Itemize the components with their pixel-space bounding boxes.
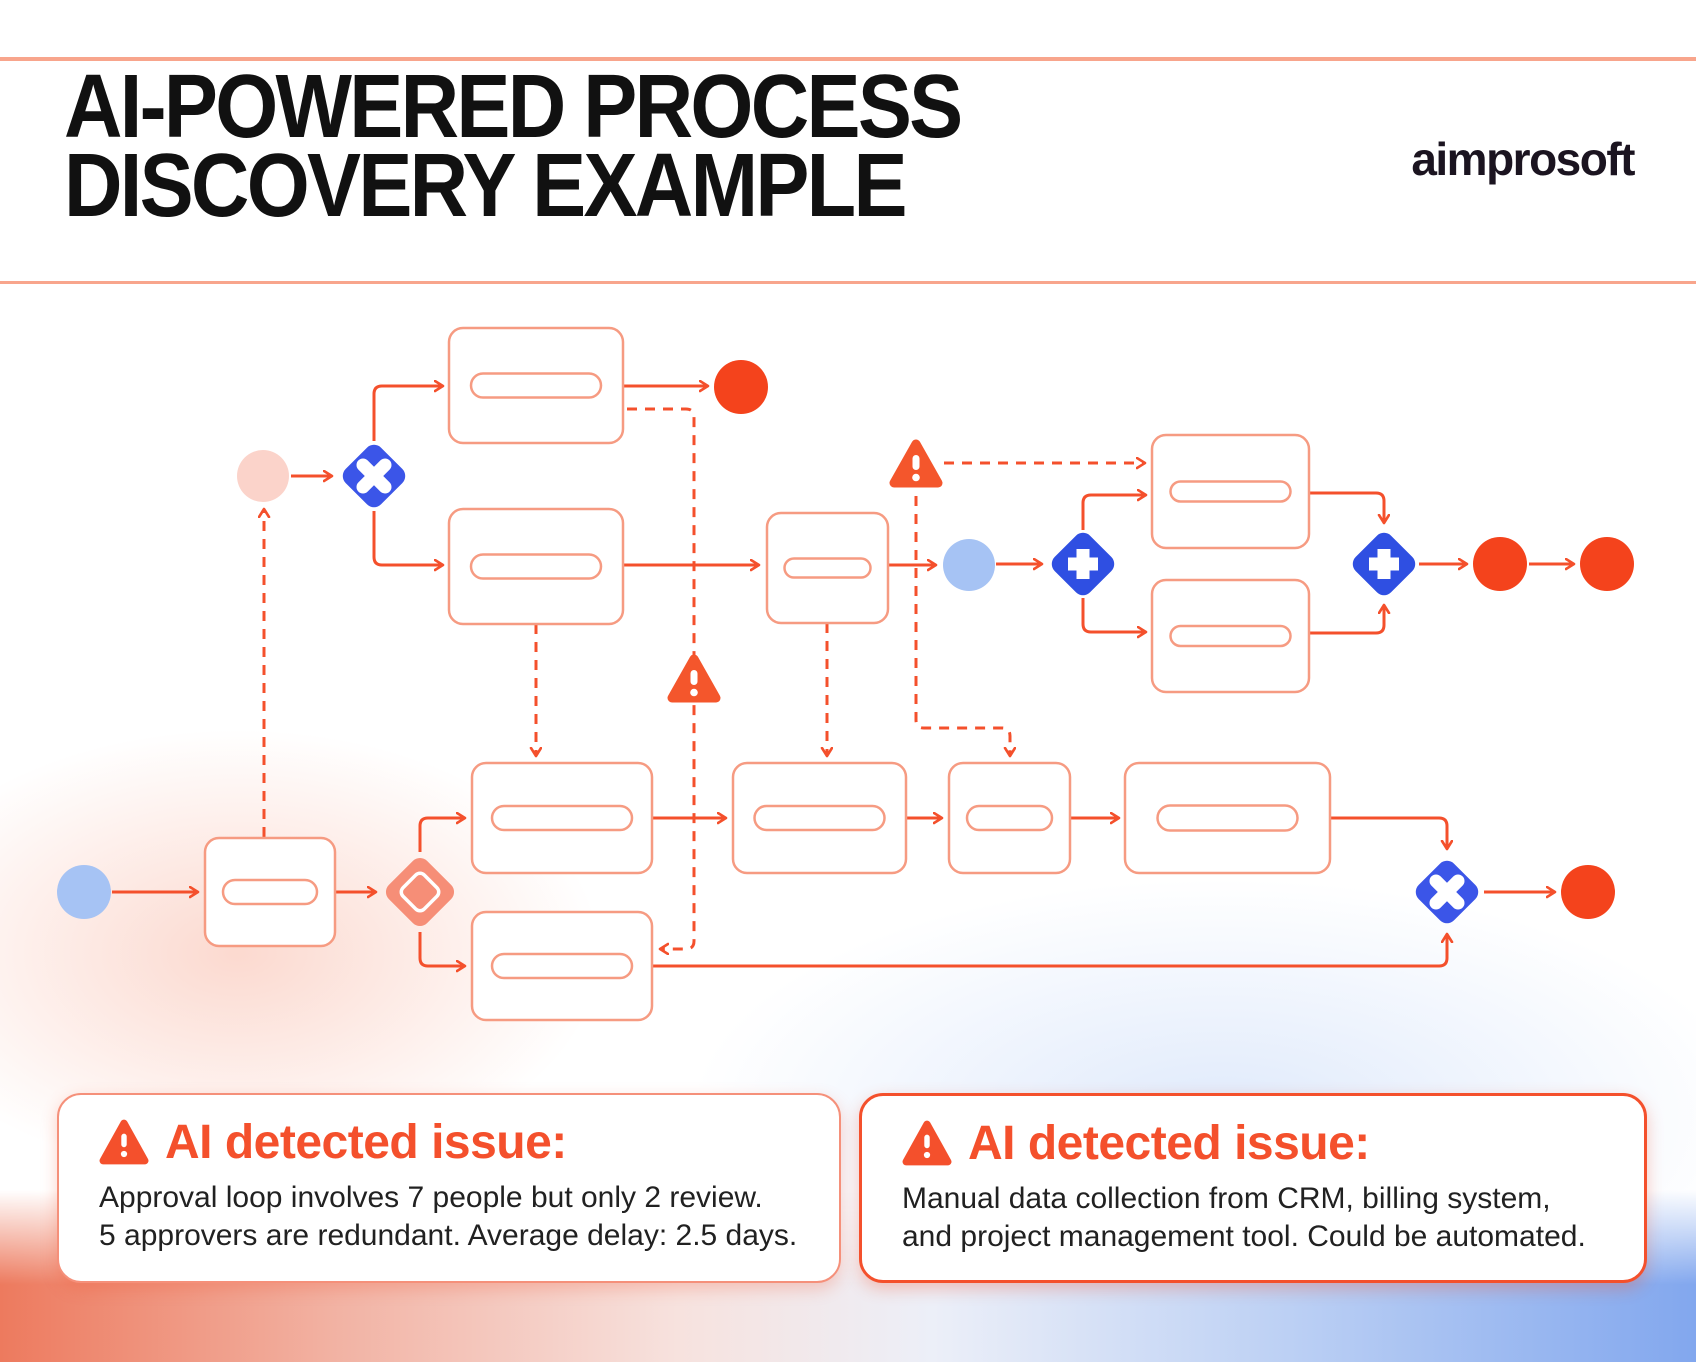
gateway-plus-right (1352, 532, 1416, 596)
task-reject-path (470, 910, 654, 1022)
x-glyph-icon (1429, 874, 1465, 910)
x-glyph-icon (356, 458, 392, 494)
task-top-branch-pill (469, 372, 603, 399)
task-main-review (447, 507, 625, 626)
edge-parallel-top-to-join (1309, 491, 1384, 523)
event-end-top-2 (1580, 537, 1634, 591)
page-title-line1: AI-POWERED PROCESS (64, 57, 963, 157)
event-loop-origin (237, 450, 289, 502)
task-approve-4-pill (1156, 804, 1299, 832)
task-approve-2-pill (753, 804, 886, 832)
task-approve-3 (947, 761, 1072, 875)
inner-diamond-icon (399, 871, 441, 913)
header-bottom-rule (0, 281, 1696, 284)
task-intake (203, 836, 337, 948)
task-parallel-bottom-pill (1169, 624, 1292, 648)
plus-glyph-icon (1369, 549, 1399, 579)
edge-plus-to-parallel-top (1081, 495, 1146, 530)
task-intake-pill (221, 878, 319, 906)
task-parallel-top-pill (1169, 480, 1292, 503)
event-end-top-left (714, 360, 768, 414)
task-approve-1-pill (490, 804, 634, 832)
edge-xgw-to-top-branch (372, 386, 443, 441)
edge-plus-to-parallel-bottom (1081, 598, 1146, 632)
edge-approve4-to-xgw2 (1331, 816, 1447, 849)
page-title-line2: DISCOVERY EXAMPLE (64, 136, 907, 236)
event-intermediate (943, 539, 995, 591)
warning-top (889, 439, 943, 488)
event-end-top-1 (1473, 537, 1527, 591)
event-end-bottom (1561, 865, 1615, 919)
task-handoff-pill (783, 557, 872, 579)
header-top-rule (0, 57, 1696, 61)
edge-parallel-bottom-to-join (1309, 605, 1384, 635)
task-handoff (765, 511, 890, 625)
task-approve-4 (1123, 761, 1332, 875)
edge-xgw-to-main (372, 511, 443, 565)
edge-warn-to-approve3 (914, 496, 1010, 756)
task-parallel-bottom (1150, 578, 1311, 694)
gateway-decision (385, 857, 455, 927)
plus-glyph-icon (1068, 549, 1098, 579)
gateway-plus-left (1051, 532, 1115, 596)
task-parallel-top (1150, 433, 1311, 550)
warning-triangle-icon (889, 439, 943, 488)
gateway-x-top (342, 444, 406, 508)
warning-mid (667, 654, 721, 703)
edge-decision-to-reject (418, 932, 465, 966)
task-reject-path-pill (490, 952, 634, 980)
edge-reject-to-xgw2 (653, 934, 1447, 968)
task-main-review-pill (469, 553, 603, 580)
task-approve-3-pill (965, 804, 1054, 832)
aimprosoft-logo: aimprosoft (1411, 133, 1635, 185)
event-start (57, 865, 111, 919)
warning-triangle-icon (667, 654, 721, 703)
task-approve-2 (731, 761, 908, 875)
task-top-branch (447, 326, 625, 445)
task-approve-1 (470, 761, 654, 875)
edge-decision-to-approve1 (418, 818, 465, 852)
gateway-x-bottom (1415, 860, 1479, 924)
page-title: AI-POWERED PROCESS DISCOVERY EXAMPLE (64, 57, 963, 236)
